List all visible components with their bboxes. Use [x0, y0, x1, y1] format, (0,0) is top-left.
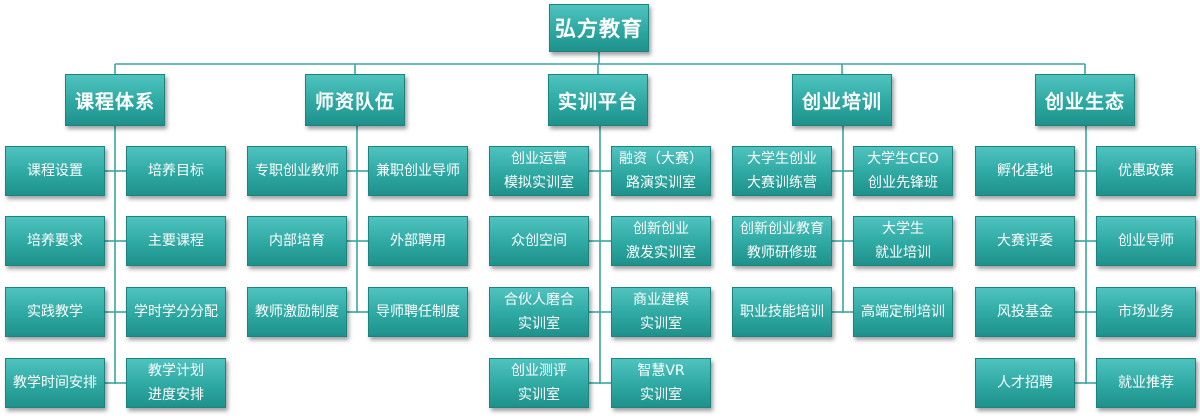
- leaf-3-right-2: 高端定制培训: [853, 287, 953, 337]
- category-2-label: 实训平台: [557, 90, 638, 113]
- leaf-3-left-2-label: 职业技能培训: [740, 304, 824, 320]
- category-0-label: 课程体系: [74, 90, 155, 113]
- leaf-0-right-3-label: 教学计划进度安排: [148, 363, 204, 403]
- leaf-4-right-3-label: 就业推荐: [1118, 375, 1174, 391]
- leaf-2-left-3: 创业测评实训室: [489, 358, 589, 408]
- leaf-2-right-2: 商业建模实训室: [611, 287, 711, 337]
- leaf-1-left-0: 专职创业教师: [247, 146, 347, 196]
- leaf-2-right-0: 融资（大赛）路演实训室: [611, 146, 711, 196]
- leaf-0-right-0-label: 培养目标: [148, 163, 204, 179]
- leaf-0-left-2: 实践教学: [5, 287, 105, 337]
- leaf-2-right-1-label: 创新创业激发实训室: [626, 221, 696, 261]
- leaf-1-left-2: 教师激励制度: [247, 287, 347, 337]
- category-1: 师资队伍: [305, 74, 405, 126]
- leaf-4-right-0-label: 优惠政策: [1118, 163, 1174, 179]
- leaf-4-right-0: 优惠政策: [1096, 146, 1196, 196]
- leaf-3-right-1-label: 大学生就业培训: [875, 221, 931, 261]
- leaf-0-left-0: 课程设置: [5, 146, 105, 196]
- leaf-4-left-1-label: 大赛评委: [997, 233, 1053, 249]
- leaf-2-left-1-label: 众创空间: [511, 233, 567, 249]
- leaf-3-left-0: 大学生创业大赛训练营: [732, 146, 832, 196]
- leaf-0-right-0: 培养目标: [126, 146, 226, 196]
- leaf-1-right-2-label: 导师聘任制度: [376, 304, 460, 320]
- root-node-label: 弘方教育: [555, 17, 643, 41]
- category-2: 实训平台: [548, 74, 648, 126]
- leaf-4-left-0-label: 孵化基地: [997, 163, 1053, 179]
- leaf-0-left-3: 教学时间安排: [5, 358, 105, 408]
- leaf-4-right-3: 就业推荐: [1096, 358, 1196, 408]
- leaf-2-right-0-label: 融资（大赛）路演实训室: [619, 151, 703, 191]
- leaf-1-left-0-label: 专职创业教师: [255, 163, 339, 179]
- leaf-1-right-1-label: 外部聘用: [390, 233, 446, 249]
- leaf-4-right-2: 市场业务: [1096, 287, 1196, 337]
- category-4-label: 创业生态: [1044, 90, 1125, 113]
- leaf-2-right-1: 创新创业激发实训室: [611, 216, 711, 266]
- category-1-label: 师资队伍: [314, 90, 395, 113]
- leaf-4-right-2-label: 市场业务: [1118, 304, 1174, 320]
- category-0: 课程体系: [65, 74, 165, 126]
- leaf-2-left-0: 创业运营模拟实训室: [489, 146, 589, 196]
- leaf-2-left-0-label: 创业运营模拟实训室: [504, 151, 574, 191]
- leaf-4-left-2-label: 风投基金: [997, 304, 1053, 320]
- leaf-0-left-0-label: 课程设置: [27, 163, 83, 179]
- leaf-4-right-1-label: 创业导师: [1118, 233, 1174, 249]
- leaf-1-right-0: 兼职创业导师: [368, 146, 468, 196]
- category-4: 创业生态: [1035, 74, 1135, 126]
- leaf-1-left-1-label: 内部培育: [269, 233, 325, 249]
- leaf-0-right-2: 学时学分分配: [126, 287, 226, 337]
- leaf-4-left-1: 大赛评委: [975, 216, 1075, 266]
- leaf-0-right-1-label: 主要课程: [148, 233, 204, 249]
- leaf-0-left-1-label: 培养要求: [27, 233, 83, 249]
- leaf-3-left-1-label: 创新创业教育教师研修班: [740, 221, 824, 261]
- leaf-3-right-2-label: 高端定制培训: [861, 304, 945, 320]
- leaf-3-left-2: 职业技能培训: [732, 287, 832, 337]
- leaf-1-left-1: 内部培育: [247, 216, 347, 266]
- leaf-2-left-2: 合伙人磨合实训室: [489, 287, 589, 337]
- leaf-3-left-0-label: 大学生创业大赛训练营: [747, 151, 817, 191]
- category-3-label: 创业培训: [801, 90, 882, 113]
- leaf-2-right-2-label: 商业建模实训室: [633, 292, 689, 332]
- leaf-4-right-1: 创业导师: [1096, 216, 1196, 266]
- leaf-2-left-1: 众创空间: [489, 216, 589, 266]
- leaf-1-right-2: 导师聘任制度: [368, 287, 468, 337]
- leaf-0-left-1: 培养要求: [5, 216, 105, 266]
- leaf-4-left-3: 人才招聘: [975, 358, 1075, 408]
- leaf-0-right-3: 教学计划进度安排: [126, 358, 226, 408]
- leaf-4-left-3-label: 人才招聘: [997, 375, 1053, 391]
- leaf-1-left-2-label: 教师激励制度: [255, 304, 339, 320]
- leaf-3-left-1: 创新创业教育教师研修班: [732, 216, 832, 266]
- root-node: 弘方教育: [549, 4, 649, 52]
- leaf-0-left-3-label: 教学时间安排: [13, 375, 97, 391]
- category-3: 创业培训: [792, 74, 892, 126]
- leaf-3-right-1: 大学生就业培训: [853, 216, 953, 266]
- leaf-4-left-0: 孵化基地: [975, 146, 1075, 196]
- leaf-0-right-2-label: 学时学分分配: [134, 304, 218, 320]
- leaf-4-left-2: 风投基金: [975, 287, 1075, 337]
- leaf-0-left-2-label: 实践教学: [27, 304, 83, 320]
- leaf-1-right-1: 外部聘用: [368, 216, 468, 266]
- leaf-2-left-3-label: 创业测评实训室: [511, 363, 567, 403]
- leaf-0-right-1: 主要课程: [126, 216, 226, 266]
- leaf-1-right-0-label: 兼职创业导师: [376, 163, 460, 179]
- leaf-2-left-2-label: 合伙人磨合实训室: [504, 292, 574, 332]
